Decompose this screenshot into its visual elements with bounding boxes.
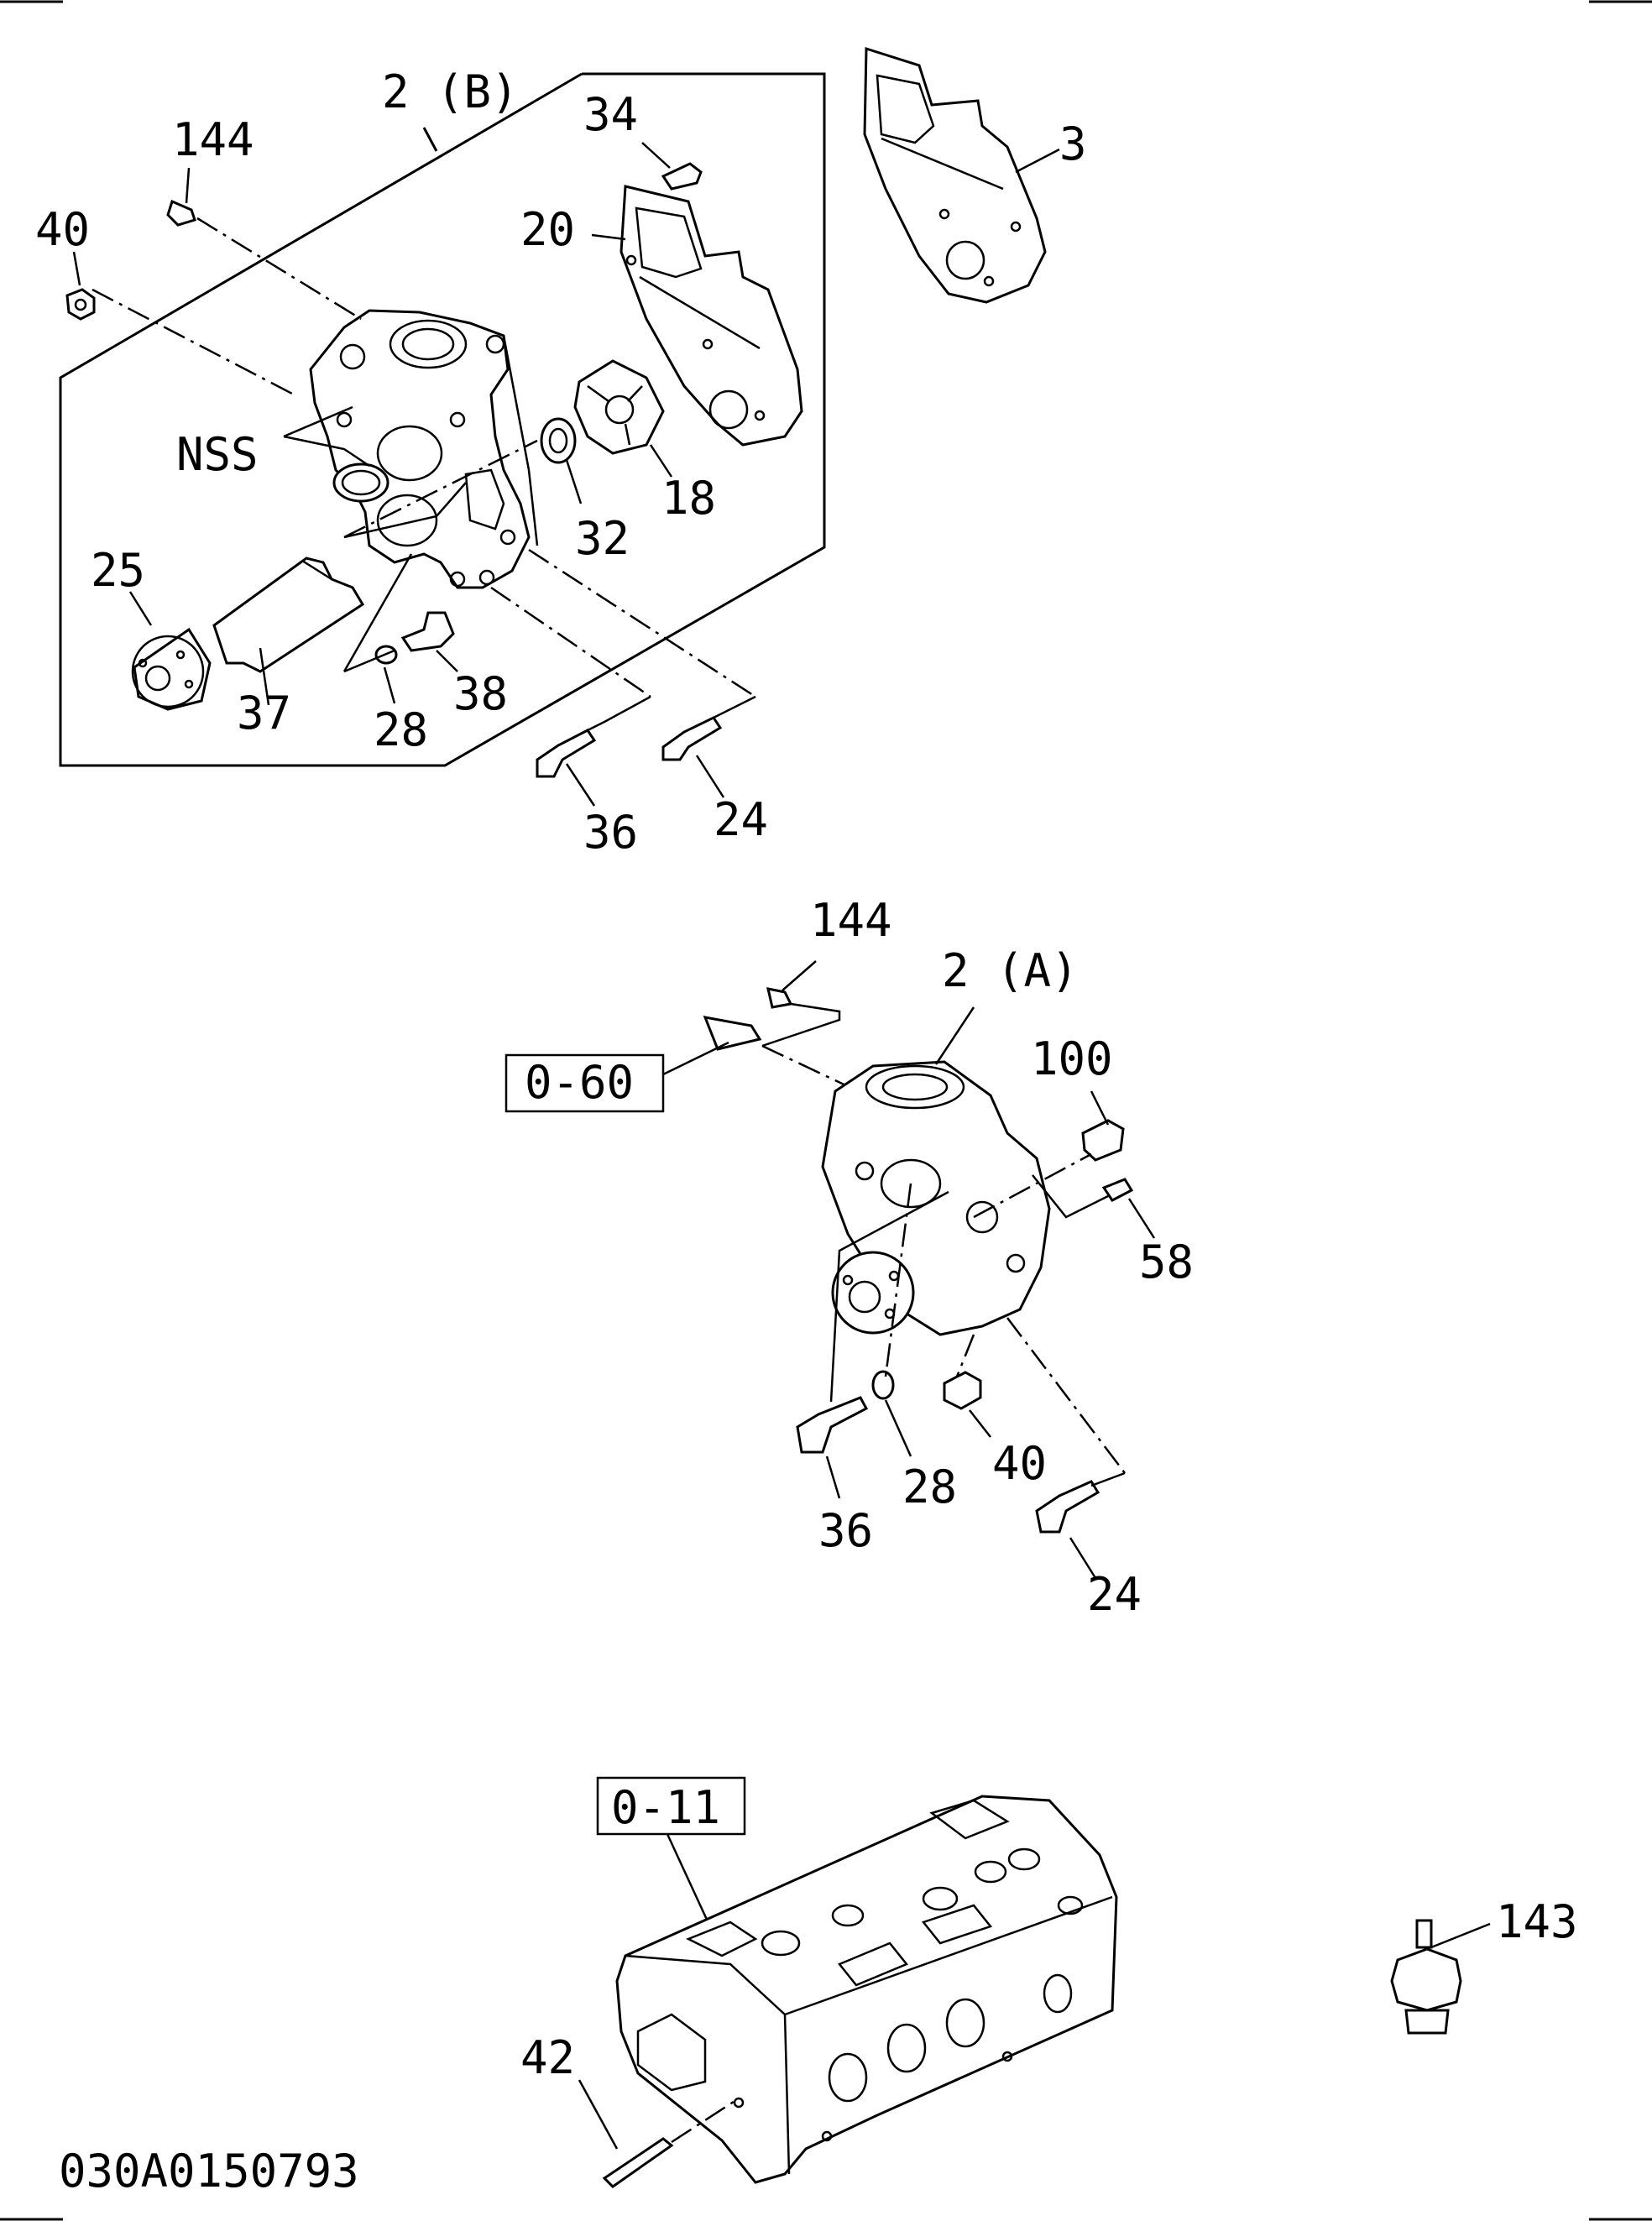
nut-40-top	[65, 251, 96, 321]
callout-100: 100	[1031, 1032, 1113, 1085]
callout-24-top: 24	[714, 793, 768, 846]
seal-32	[540, 417, 583, 504]
bolt-38	[400, 611, 458, 672]
callout-28-top: 28	[374, 703, 428, 756]
bolt-24-top	[661, 716, 725, 798]
bolt-36-mid	[796, 1396, 869, 1499]
washer-28-mid	[871, 1370, 912, 1457]
callout-42: 42	[520, 2031, 575, 2084]
callout-34: 34	[583, 88, 638, 141]
callout-3: 3	[1059, 118, 1087, 170]
callout-40-top: 40	[35, 203, 90, 256]
bolt-34	[641, 142, 703, 191]
callout-0-11: 0-11	[611, 1781, 720, 1834]
assembly-frame	[59, 72, 826, 767]
callout-40-mid: 40	[992, 1437, 1047, 1490]
callout-58: 58	[1139, 1236, 1194, 1288]
stud-144-mid	[766, 987, 793, 1009]
shaft-37	[212, 557, 365, 706]
bolt-24-mid	[1035, 1480, 1100, 1579]
ref-box-0-11	[596, 1776, 746, 1836]
callout-nss: NSS	[176, 428, 259, 481]
assembly-2a	[504, 960, 1156, 1579]
pulley-hub-25	[128, 591, 212, 711]
callout-38: 38	[453, 667, 508, 720]
callout-37: 37	[237, 687, 291, 739]
stud-42	[578, 2079, 740, 2188]
callout-20: 20	[520, 203, 575, 256]
bolt-36-top	[536, 729, 597, 807]
callout-18: 18	[661, 472, 716, 525]
callout-labels: 2 (B) 144 34 40 20 3 NSS 18 32 25 37 28 …	[35, 65, 1578, 2084]
gasket-20	[620, 185, 803, 447]
callout-144-mid: 144	[810, 894, 892, 947]
fitting-100	[1081, 1090, 1125, 1162]
drawing-number: 030A0150793	[59, 2145, 359, 2197]
callout-28-mid: 28	[902, 1461, 957, 1513]
cylinder-head-group	[578, 1776, 1491, 2188]
stud-144-top	[166, 167, 196, 227]
callout-36-top: 36	[583, 806, 638, 859]
callout-36-mid: 36	[818, 1504, 873, 1557]
plug-58	[1101, 1178, 1156, 1239]
callout-0-60: 0-60	[525, 1056, 634, 1109]
sensor-ref-0-60	[703, 1016, 762, 1051]
ref-box-0-60	[504, 1053, 665, 1113]
callout-2b: 2 (B)	[382, 65, 519, 118]
sensor-143	[1390, 1919, 1491, 2035]
callout-25: 25	[91, 544, 145, 597]
cylinder-head-0-11	[615, 1795, 1118, 2184]
callout-144-top: 144	[172, 113, 254, 166]
callout-143: 143	[1496, 1895, 1578, 1948]
nut-40-mid	[943, 1371, 991, 1438]
callout-32: 32	[575, 512, 630, 565]
impeller-18	[573, 359, 673, 478]
gasket-3	[863, 46, 1047, 304]
callout-24-mid: 24	[1087, 1568, 1142, 1621]
assembly-2b	[59, 46, 1060, 807]
callout-2a: 2 (A)	[942, 944, 1079, 997]
